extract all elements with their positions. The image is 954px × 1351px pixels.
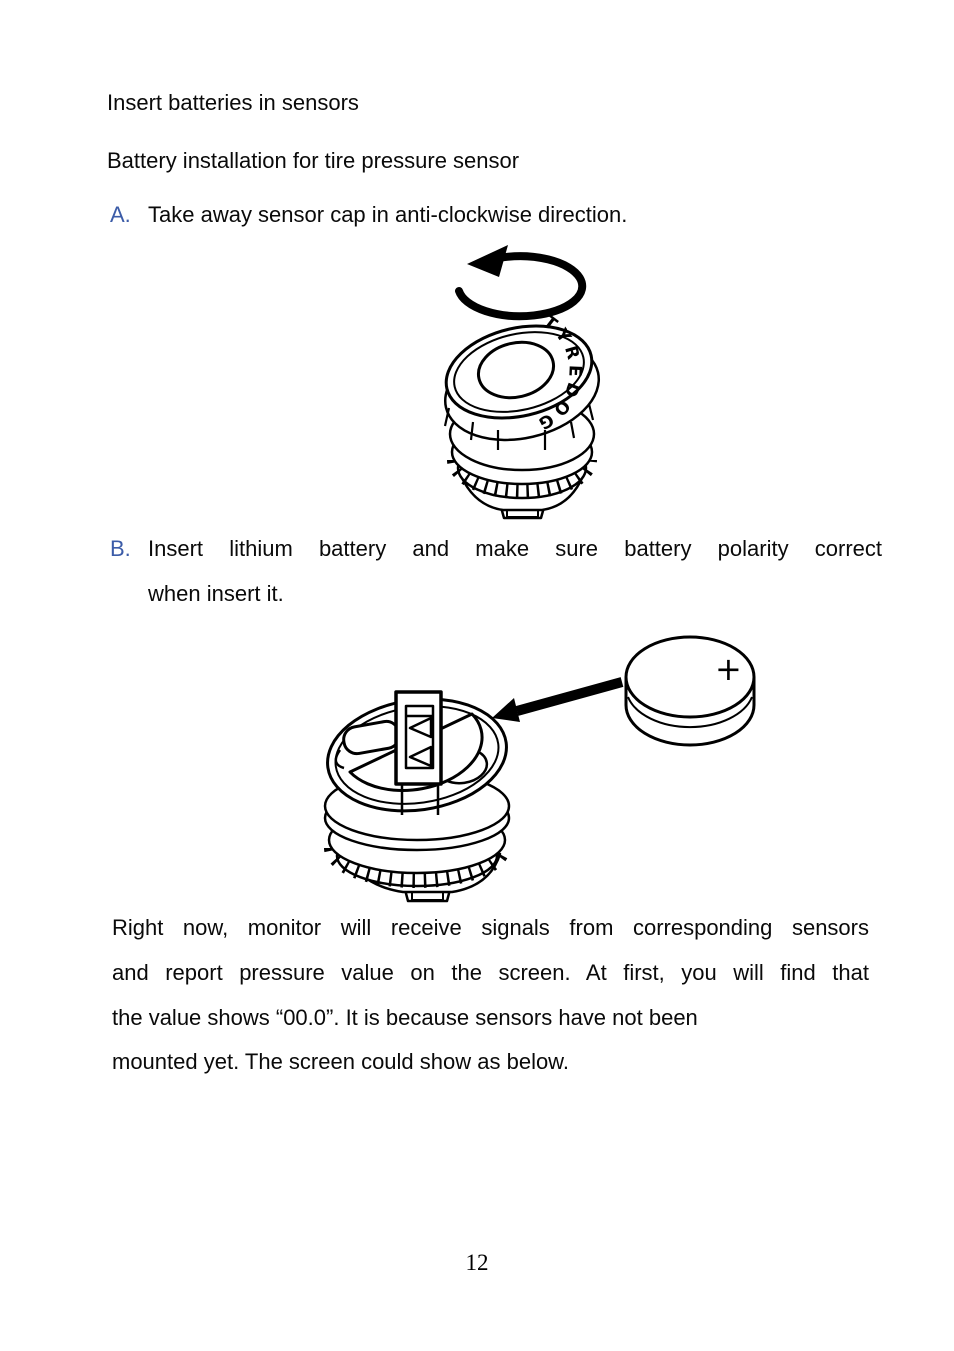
heading: Insert batteries in sensors [107,90,359,115]
figure-battery-insert: + [323,635,756,903]
subheading: Battery installation for tire pressure s… [107,148,520,173]
step-b-text-line2: when insert it. [148,581,284,606]
paragraph-line: and report pressure value on the screen.… [112,960,869,985]
paragraph-line: the value shows “00.0”. It is because se… [112,1005,698,1030]
step-a-text: Take away sensor cap in anti-clockwise d… [148,202,628,227]
page-number: 12 [465,1250,489,1275]
battery-illustration: + [624,635,756,747]
figure-sensor-cap: TYREDOG [443,245,601,520]
sensor-cap-illustration: TYREDOG [443,307,601,520]
paragraph-line: mounted yet. The screen could show as be… [112,1049,569,1074]
battery-plus-label: + [715,650,742,688]
anticlockwise-arrow-icon [455,245,587,321]
sensor-body-illustration [323,690,511,903]
step-a-marker: A. [110,202,131,227]
step-b-text-line1: Insert lithium battery and make sure bat… [148,536,882,561]
step-b-marker: B. [110,536,131,561]
paragraph-line: Right now, monitor will receive signals … [112,915,869,940]
insert-arrow-icon [492,677,624,722]
